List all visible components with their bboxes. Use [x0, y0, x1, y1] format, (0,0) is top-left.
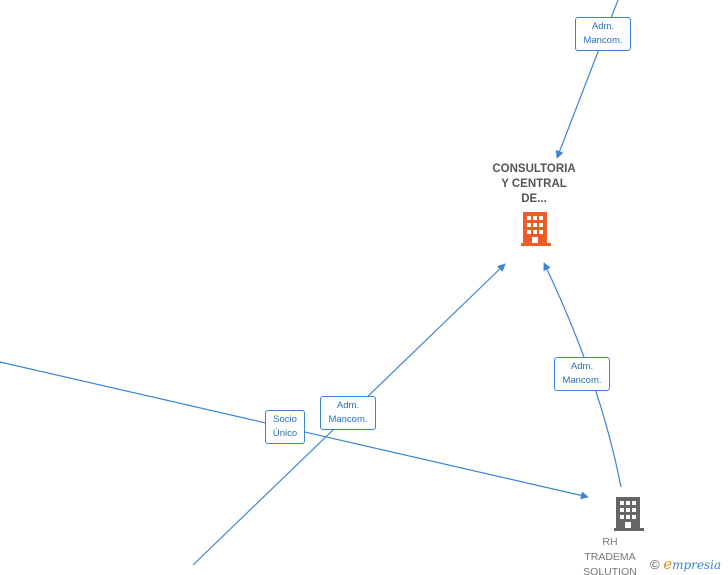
edge-label-line: Adm.	[570, 361, 594, 372]
building-icon[interactable]	[521, 212, 551, 246]
copyright-symbol: ©	[650, 557, 660, 572]
edge-label-line: Mancom.	[583, 35, 623, 46]
edge-label-line: Adm.	[336, 400, 360, 411]
edge-label-socio-unico[interactable]: Socio Único	[265, 410, 305, 444]
node-label-line: TRADEMA	[584, 551, 636, 563]
node-label-consultoria[interactable]: CONSULTORIA Y CENTRAL DE...	[474, 162, 594, 207]
node-label-line: CONSULTORIA	[492, 163, 576, 175]
edge-label-line: Mancom.	[328, 414, 368, 425]
edge-label-top[interactable]: Adm. Mancom.	[575, 17, 631, 51]
node-label-line: RH	[602, 536, 618, 548]
node-label-line: SOLUTION	[583, 566, 637, 575]
edge-label-rh-to-consultoria[interactable]: Adm. Mancom.	[554, 357, 610, 391]
node-label-rh[interactable]: RH TRADEMA SOLUTION	[582, 535, 638, 575]
brand-initial: e	[663, 555, 673, 573]
node-label-line: DE...	[521, 193, 547, 205]
edge-label-line: Adm.	[591, 21, 615, 32]
empresia-logo: © empresia	[650, 553, 728, 575]
node-label-line: Y CENTRAL	[501, 178, 567, 190]
edge-label-line: Socio	[273, 414, 297, 425]
edge-label-line: Mancom.	[562, 375, 602, 386]
brand-name: mpresia	[672, 558, 722, 572]
edge-label-line: Único	[272, 428, 298, 439]
building-icon[interactable]	[614, 497, 644, 531]
edge-label-bottom-to-consultoria[interactable]: Adm. Mancom.	[320, 396, 376, 430]
